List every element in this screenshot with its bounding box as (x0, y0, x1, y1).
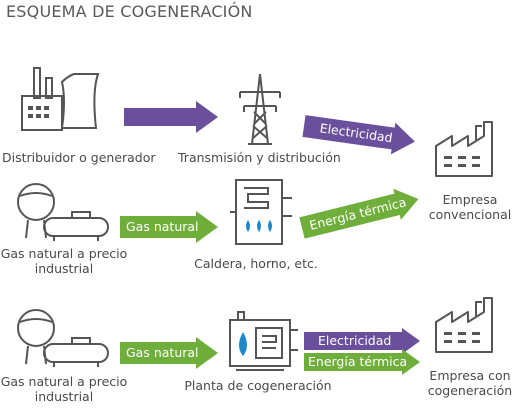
arrow-electricity-1 (124, 101, 218, 133)
electricity-arrow-label-3: Electricidad (318, 333, 392, 348)
boiler-icon (230, 179, 292, 245)
power-plant-icon (21, 67, 100, 131)
arrow-thermal-1: Energía térmica (298, 183, 422, 243)
factory-icon-2 (435, 297, 493, 353)
diagram-title: ESQUEMA DE COGENERACIÓN (6, 2, 253, 21)
cogeneration-plant-label: Planta de cogeneración (184, 378, 332, 393)
arrow-electricity-2: Electricidad (302, 110, 417, 157)
arrow-gas-2: Gas natural (120, 337, 218, 369)
transmission-label: Transmisión y distribución (178, 150, 341, 165)
gas-source-label: Gas natural a precio industrial (0, 246, 128, 276)
cogeneration-company-label: Empresa con cogeneración (427, 368, 513, 398)
cogeneration-plant-icon (229, 311, 298, 371)
gas-tank-icon-2 (17, 309, 109, 367)
boiler-label: Caldera, horno, etc. (194, 256, 318, 271)
arrow-gas-1: Gas natural (120, 211, 218, 243)
gas-tank-icon (17, 183, 109, 241)
conventional-company-label: Empresa convencional (428, 192, 512, 222)
factory-icon (435, 121, 493, 177)
gas-arrow-label: Gas natural (126, 219, 199, 234)
gas-arrow-label-2: Gas natural (126, 345, 199, 360)
transmission-tower-icon (239, 73, 281, 145)
generator-label: Distribuidor o generador (2, 150, 156, 165)
arrow-thermal-2: Energía térmica (304, 349, 420, 375)
gas-source-label-2: Gas natural a precio industrial (0, 374, 128, 404)
thermal-arrow-label-2: Energía térmica (308, 354, 408, 369)
arrow-electricity-3: Electricidad (304, 328, 420, 354)
